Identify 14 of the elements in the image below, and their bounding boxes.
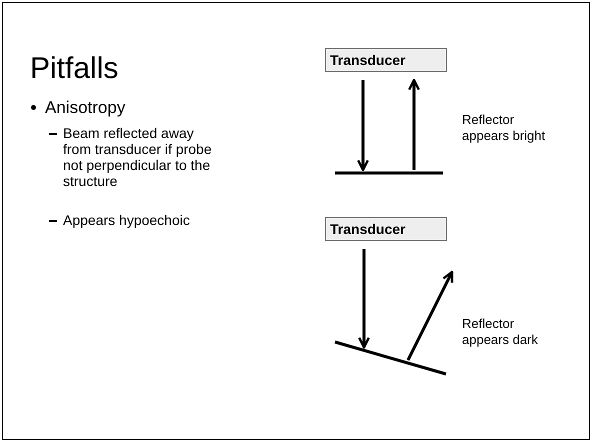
slide-title: Pitfalls [30,52,118,86]
reflector-caption: Reflector appears bright [462,112,546,144]
reflector-line [335,172,443,174]
beam-arrow [358,249,370,349]
beam-arrow [408,78,420,170]
beam-arrow [406,270,454,361]
transducer-box: Transducer [325,217,447,241]
reflector-line [334,340,446,376]
reflector-caption: Reflector appears dark [462,316,539,348]
beam-arrow [357,80,369,172]
transducer-box: Transducer [325,48,447,72]
sub-bullet-item: Beam reflected away from transducer if probe not perpendicular to the structure [63,125,213,189]
sub-bullet-item: Appears hypoechoic [63,212,191,228]
bullet-item: Anisotropy [45,98,126,117]
